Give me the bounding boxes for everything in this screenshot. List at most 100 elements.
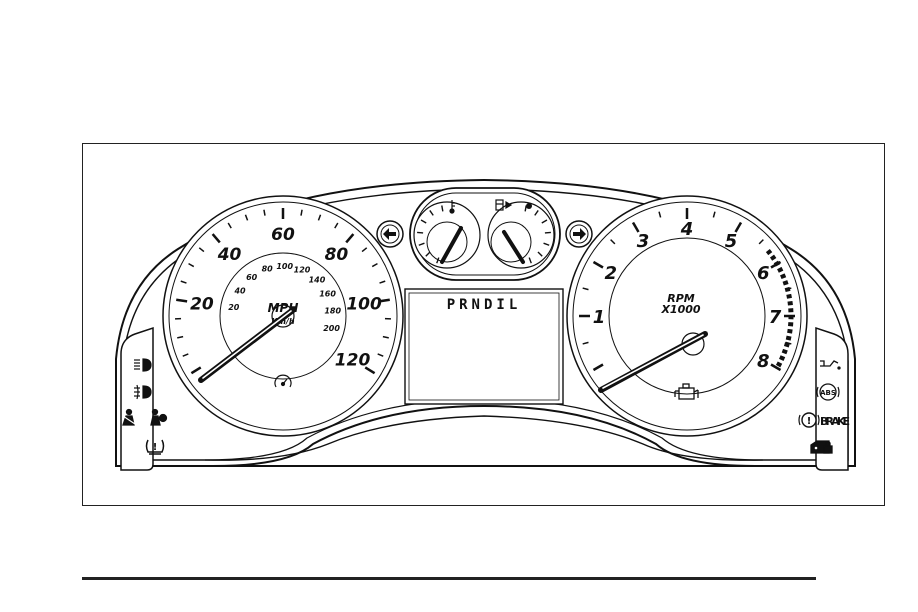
temperature-tick	[417, 231, 424, 234]
tachometer-tick	[610, 239, 616, 245]
speedometer-kmh-label: 40	[233, 286, 246, 295]
tachometer-label: 5	[725, 231, 738, 252]
tachometer-tick	[712, 211, 716, 218]
tachometer-tick	[592, 363, 604, 372]
speedometer-tick	[382, 335, 389, 339]
turn-signal-right	[565, 220, 593, 248]
brake-label: BRAKE	[820, 415, 850, 428]
speedometer-unit-secondary: Km/h	[271, 317, 294, 326]
speedometer-tick	[177, 335, 184, 339]
oil-pressure-icon	[820, 360, 841, 370]
speedometer-mph-label: 120	[335, 350, 371, 370]
tachometer-tick	[785, 341, 792, 345]
tachometer-label: 2	[605, 263, 618, 284]
speedometer-kmh-label: 160	[319, 289, 336, 298]
driver-information-display-inner	[408, 292, 560, 401]
seatbelt-icon	[122, 408, 136, 426]
tachometer-unit-line2: X1000	[660, 303, 700, 316]
tachometer-label: 3	[637, 231, 650, 252]
page-rule	[82, 577, 816, 580]
speedometer-kmh-label: 140	[309, 275, 326, 284]
tachometer-inner-ring	[608, 237, 766, 395]
temperature-tick	[436, 257, 440, 264]
gear-indicator: PRNDIL	[447, 297, 522, 313]
tachometer-tick	[734, 221, 743, 233]
driver-information-display	[404, 288, 564, 405]
fuel-needle	[502, 230, 525, 264]
speedometer-tick	[211, 233, 221, 244]
speedometer-tick	[227, 222, 232, 229]
temperature-tick	[425, 251, 431, 257]
fuel-low-indicator	[526, 203, 532, 209]
speedometer-tick	[176, 298, 188, 303]
speedometer-tick	[190, 366, 202, 375]
cluster-arch	[212, 404, 756, 467]
tachometer-tick	[631, 221, 640, 233]
fuel-tick	[543, 242, 550, 246]
tachometer-label: 8	[757, 351, 770, 372]
tachometer-tick	[592, 260, 604, 269]
speedometer-tick	[180, 280, 187, 284]
abs-icon: ABS	[816, 383, 840, 401]
check-engine-icon	[674, 383, 699, 400]
speedometer-mph-label: 60	[271, 225, 295, 245]
speedometer-kmh-label: 180	[324, 306, 341, 315]
tachometer-label: 6	[757, 263, 770, 284]
temperature-tick	[418, 242, 425, 246]
speedometer-tick	[379, 280, 386, 284]
speedometer-mph-label: 100	[346, 295, 382, 315]
speedometer-needle-highlight	[202, 310, 292, 379]
speedometer-mph-label: 40	[217, 245, 242, 265]
temperature-tick	[420, 219, 427, 224]
cruise-icon	[274, 374, 292, 388]
speedometer-tick	[182, 353, 189, 357]
temperature-tick	[429, 210, 434, 216]
fuel-tick	[537, 251, 543, 257]
svg-text:!: !	[153, 442, 158, 453]
speedometer-tick	[377, 353, 384, 357]
tachometer-unit-line1: RPM	[667, 292, 695, 305]
brake-warning-icon: ! BRAKE	[798, 412, 850, 428]
turn-signal-right-icon	[573, 228, 586, 240]
temperature-tick	[441, 205, 444, 212]
fuel-tick	[544, 231, 551, 234]
temperature-needle	[440, 226, 463, 264]
tachometer-redline	[765, 248, 794, 370]
speedometer-kmh-label: 60	[246, 273, 258, 282]
turn-signal-left	[376, 220, 404, 248]
speedometer-tick	[300, 209, 303, 216]
tachometer-label: 1	[593, 307, 606, 328]
speedometer-kmh-label: 120	[294, 266, 311, 275]
tire-pressure-icon: !	[145, 439, 165, 455]
tachometer-tick	[770, 363, 782, 372]
fuel-icon	[495, 199, 513, 211]
speedometer-mph-label: 20	[190, 295, 214, 315]
speedometer-tick	[198, 247, 205, 253]
speedometer-tick	[345, 233, 355, 244]
speedometer-tick	[364, 366, 376, 375]
tachometer-label: 4	[680, 219, 694, 240]
speedometer-tick	[361, 247, 368, 253]
speedometer-tick	[188, 262, 195, 268]
speedometer-kmh-label: 200	[323, 324, 340, 333]
fuel-tick	[528, 257, 532, 264]
tachometer-needle-highlight	[602, 334, 704, 389]
tachometer-tick	[658, 211, 662, 218]
speedometer-tick	[371, 262, 378, 268]
turn-signal-left-icon	[383, 228, 396, 240]
svg-text:ABS: ABS	[820, 389, 836, 397]
fuel-tick	[541, 219, 548, 224]
temperature-icon	[449, 200, 455, 214]
speedometer-tick	[378, 298, 390, 303]
tachometer-tick	[582, 341, 589, 345]
speedometer-tick	[334, 222, 339, 229]
auxiliary-gauges	[409, 187, 561, 281]
tachometer-tick	[758, 239, 764, 245]
fog-lamp-icon	[134, 384, 152, 400]
speedometer-mph-label: 80	[325, 245, 349, 265]
speedometer-tick	[263, 209, 266, 216]
